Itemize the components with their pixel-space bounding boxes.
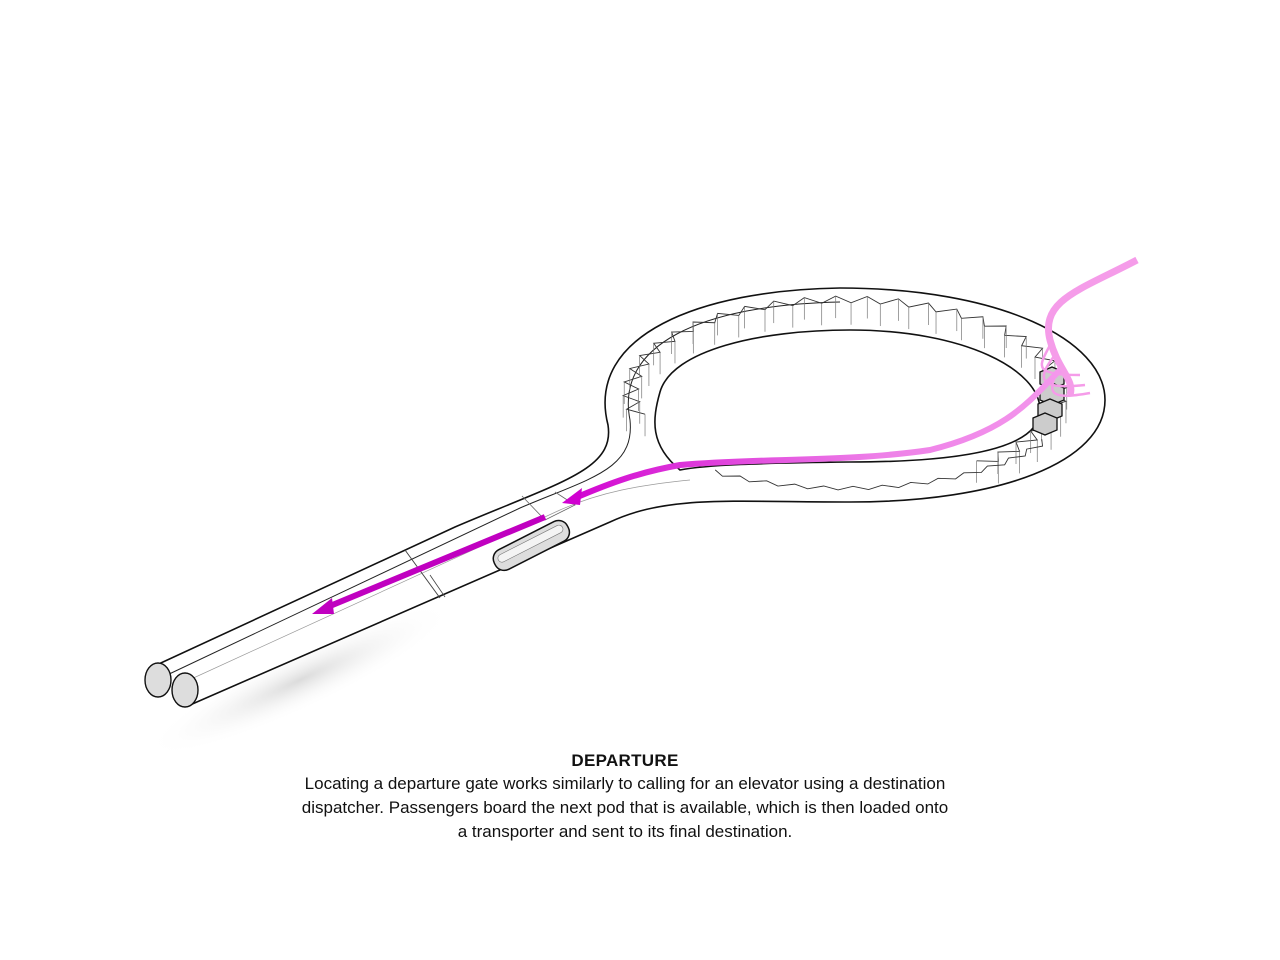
track-line — [164, 301, 841, 677]
caption-body: Locating a departure gate works similarl… — [301, 774, 949, 841]
departure-flow — [312, 256, 1139, 614]
track-line-inner — [175, 479, 691, 687]
loop-inner-hole — [654, 329, 1041, 471]
caption-title: DEPARTURE — [571, 751, 679, 770]
pod — [492, 519, 571, 572]
tube-ends — [144, 491, 576, 708]
caption: DEPARTURE Locating a departure gate work… — [300, 750, 950, 844]
tube-shadow — [145, 603, 455, 757]
wall-bottom — [714, 439, 1044, 491]
